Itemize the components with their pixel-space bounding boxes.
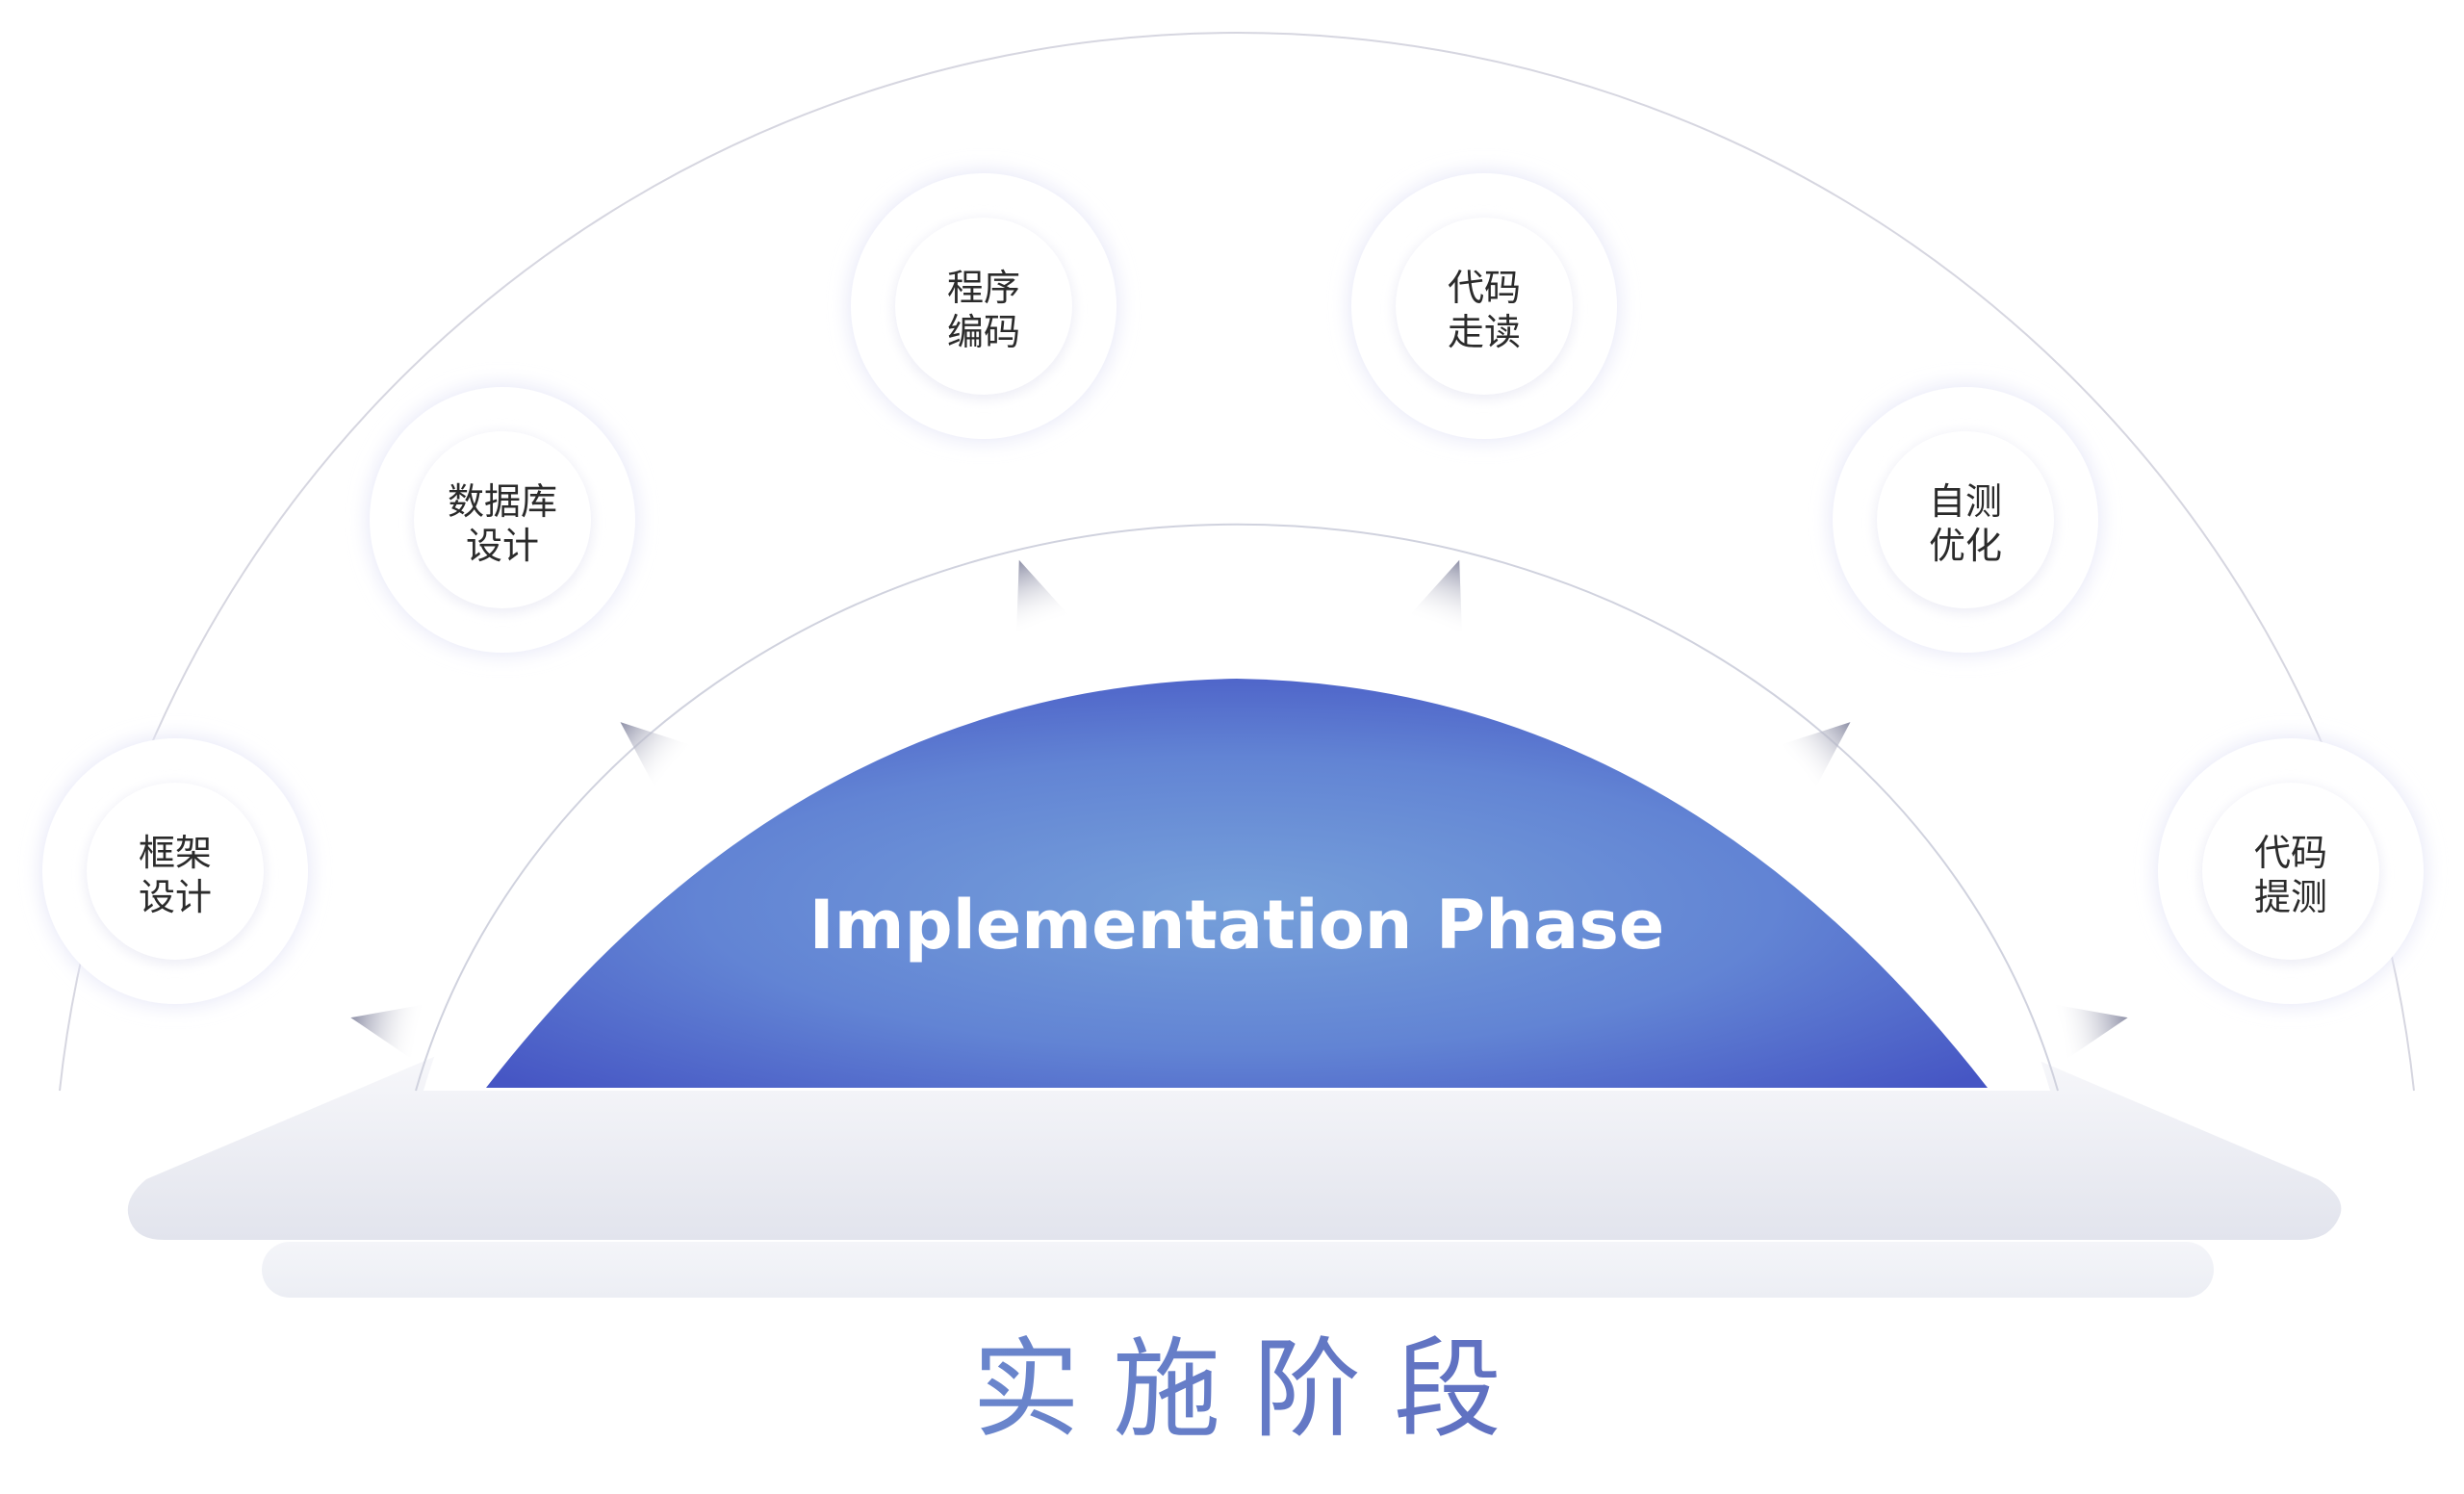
step-inner-disc: [2202, 783, 2379, 960]
step-label-line2: 提测: [2254, 876, 2327, 918]
step-inner-disc: [895, 218, 1072, 395]
arrow-wedge-1: [1015, 559, 1071, 637]
arrow-wedge-5: [350, 1004, 426, 1061]
step-label-line1: 代码: [1448, 267, 1521, 309]
arrow-wedge-3: [620, 722, 694, 790]
step-label-line1: 框架: [139, 832, 212, 874]
arrow-wedge-4: [1777, 722, 1851, 790]
step-label-line1: 代码: [2254, 832, 2327, 874]
step-inner-disc: [1396, 218, 1573, 395]
outer-arc-line: [59, 32, 2415, 1092]
step-inner-disc: [414, 431, 591, 608]
step-label-line1: 自测: [1929, 480, 2002, 523]
step-inner-disc: [1877, 431, 2054, 608]
step-inner-disc: [87, 783, 264, 960]
step-label-line2: 优化: [1929, 525, 2002, 567]
center-title: Implementation Phase: [809, 886, 1665, 965]
step-label-line2: 设计: [466, 525, 539, 567]
arrow-wedge-2: [1407, 559, 1463, 637]
arrow-wedge-6: [2052, 1004, 2128, 1061]
step-label-line1: 数据库: [448, 480, 557, 523]
dome-halo-line: [415, 523, 2059, 1092]
step-label-line2: 设计: [139, 876, 212, 918]
step-label-line2: 走读: [1448, 311, 1521, 353]
phase-title: 实施阶段: [972, 1327, 1534, 1453]
step-label-line2: 编码: [947, 311, 1020, 353]
step-label-line1: 程序: [947, 267, 1020, 309]
center-dome: [486, 679, 1988, 1088]
direction-arrows: [350, 559, 2128, 1061]
platform-back: [262, 1242, 2214, 1298]
